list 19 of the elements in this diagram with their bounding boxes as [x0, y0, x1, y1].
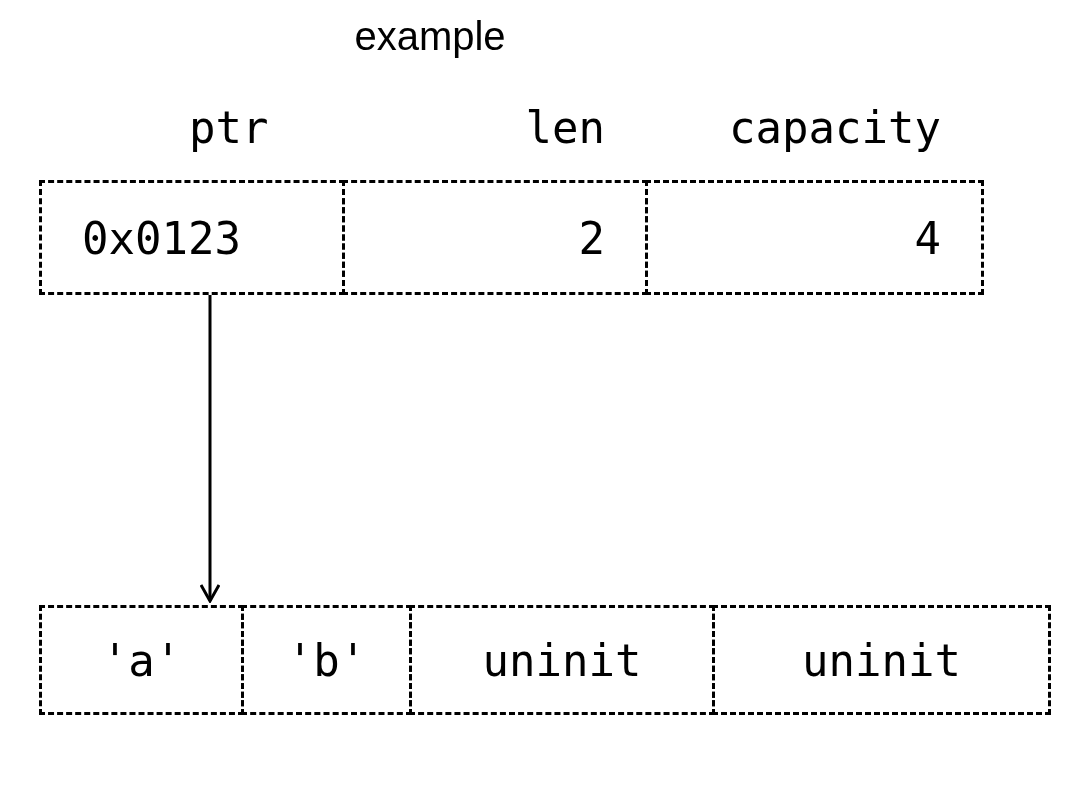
memory-cell [409, 605, 715, 715]
cell-value: uninit [802, 634, 961, 686]
field-label: ptr [189, 102, 269, 153]
memory-cell [712, 605, 1051, 715]
cell-value: 4 [914, 212, 941, 263]
diagram-title: example [353, 14, 507, 59]
cell-value: 0x0123 [82, 212, 241, 263]
cell-value: uninit [482, 634, 642, 686]
field-label: len [525, 102, 605, 153]
cell-value: 'a' [101, 634, 182, 686]
memory-cell [645, 180, 984, 295]
cell-value: 2 [578, 212, 605, 263]
memory-cell [39, 180, 345, 295]
memory-cell [342, 180, 648, 295]
cell-value: 'b' [286, 634, 367, 686]
memory-cell [241, 605, 412, 715]
memory-cell [39, 605, 244, 715]
arrow [199, 295, 221, 603]
field-label: capacity [729, 102, 941, 153]
